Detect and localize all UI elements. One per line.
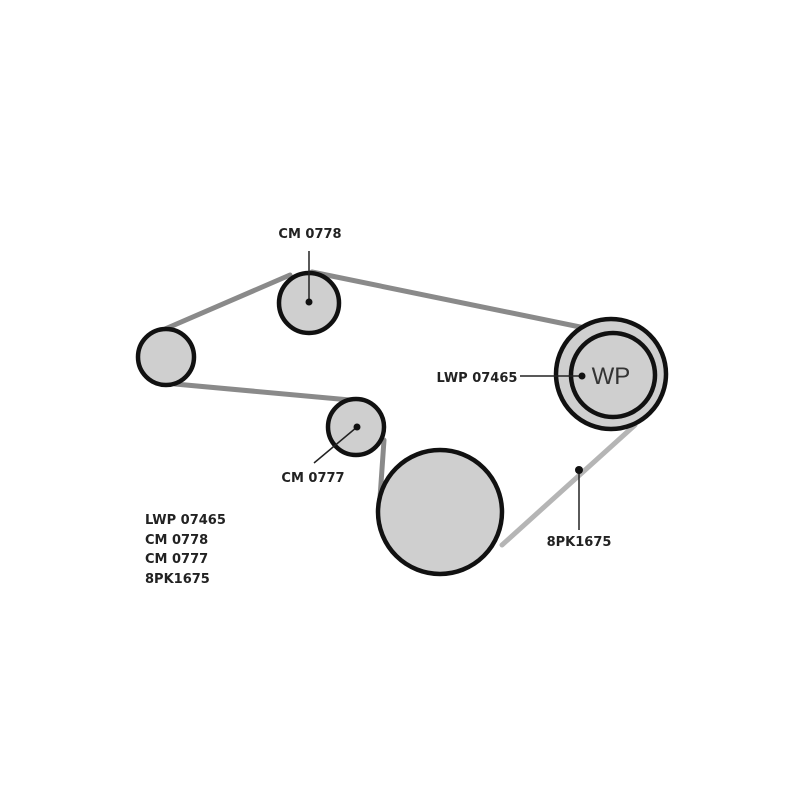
legend-item: LWP 07465 bbox=[145, 513, 226, 528]
leader-dot bbox=[578, 372, 586, 380]
legend-item: CM 0777 bbox=[145, 552, 209, 567]
legend-item: 8PK1675 bbox=[145, 571, 210, 587]
leader-dot bbox=[575, 466, 583, 474]
label-lwp07465: LWP 07465 bbox=[437, 371, 518, 386]
leader-line bbox=[313, 426, 358, 464]
label-cm0777: CM 0777 bbox=[281, 471, 344, 486]
leader-dot bbox=[353, 423, 361, 431]
legend-item: CM 0778 bbox=[145, 532, 209, 548]
belt-segment bbox=[162, 272, 293, 332]
belt-segment bbox=[172, 381, 353, 403]
label-cm0778: CM 0778 bbox=[278, 227, 341, 242]
label-8pk1675: 8PK1675 bbox=[547, 535, 612, 550]
belt-segment bbox=[499, 422, 638, 548]
leader-dot bbox=[305, 298, 313, 306]
parts-legend: LWP 07465 CM 0778 CM 0777 8PK1675 bbox=[145, 511, 226, 589]
main-pulley bbox=[375, 447, 505, 577]
wp-label: WP bbox=[592, 363, 631, 390]
crank-pulley-left bbox=[135, 326, 197, 388]
belt-segment bbox=[309, 269, 588, 331]
water-pump-pulley-inner bbox=[568, 330, 658, 420]
